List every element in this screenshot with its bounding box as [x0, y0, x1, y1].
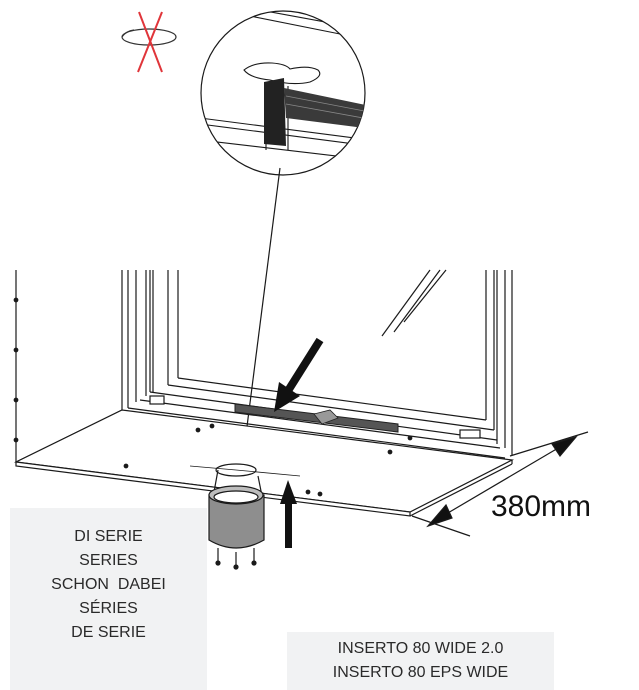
standard-equipment-box: DI SERIE SERIES SCHON DABEI SÉRIES DE SE…	[10, 508, 207, 690]
air-inlet-spigot	[208, 469, 265, 570]
detail-magnifier-circle	[200, 10, 366, 455]
standard-label-es: DE SERIE	[71, 624, 146, 641]
standard-label-en: SERIES	[79, 552, 138, 569]
dimension-label: 380mm	[491, 490, 592, 523]
pointing-arrow-icon	[274, 337, 324, 412]
air-channel-bar	[234, 403, 399, 433]
crossed-out-rotation-icon	[121, 11, 177, 73]
upward-arrow-icon	[280, 480, 297, 548]
standard-label-it: DI SERIE	[74, 528, 143, 545]
model-name-2: INSERTO 80 EPS WIDE	[332, 664, 509, 681]
dimension-arrow-icon	[411, 431, 589, 537]
model-name-1: INSERTO 80 WIDE 2.0	[337, 640, 504, 657]
stove-insert-drawing	[13, 269, 515, 517]
standard-label-fr: SÉRIES	[79, 600, 138, 617]
standard-label-de: SCHON DABEI	[51, 576, 166, 593]
model-name-box: INSERTO 80 WIDE 2.0 INSERTO 80 EPS WIDE	[287, 632, 554, 690]
